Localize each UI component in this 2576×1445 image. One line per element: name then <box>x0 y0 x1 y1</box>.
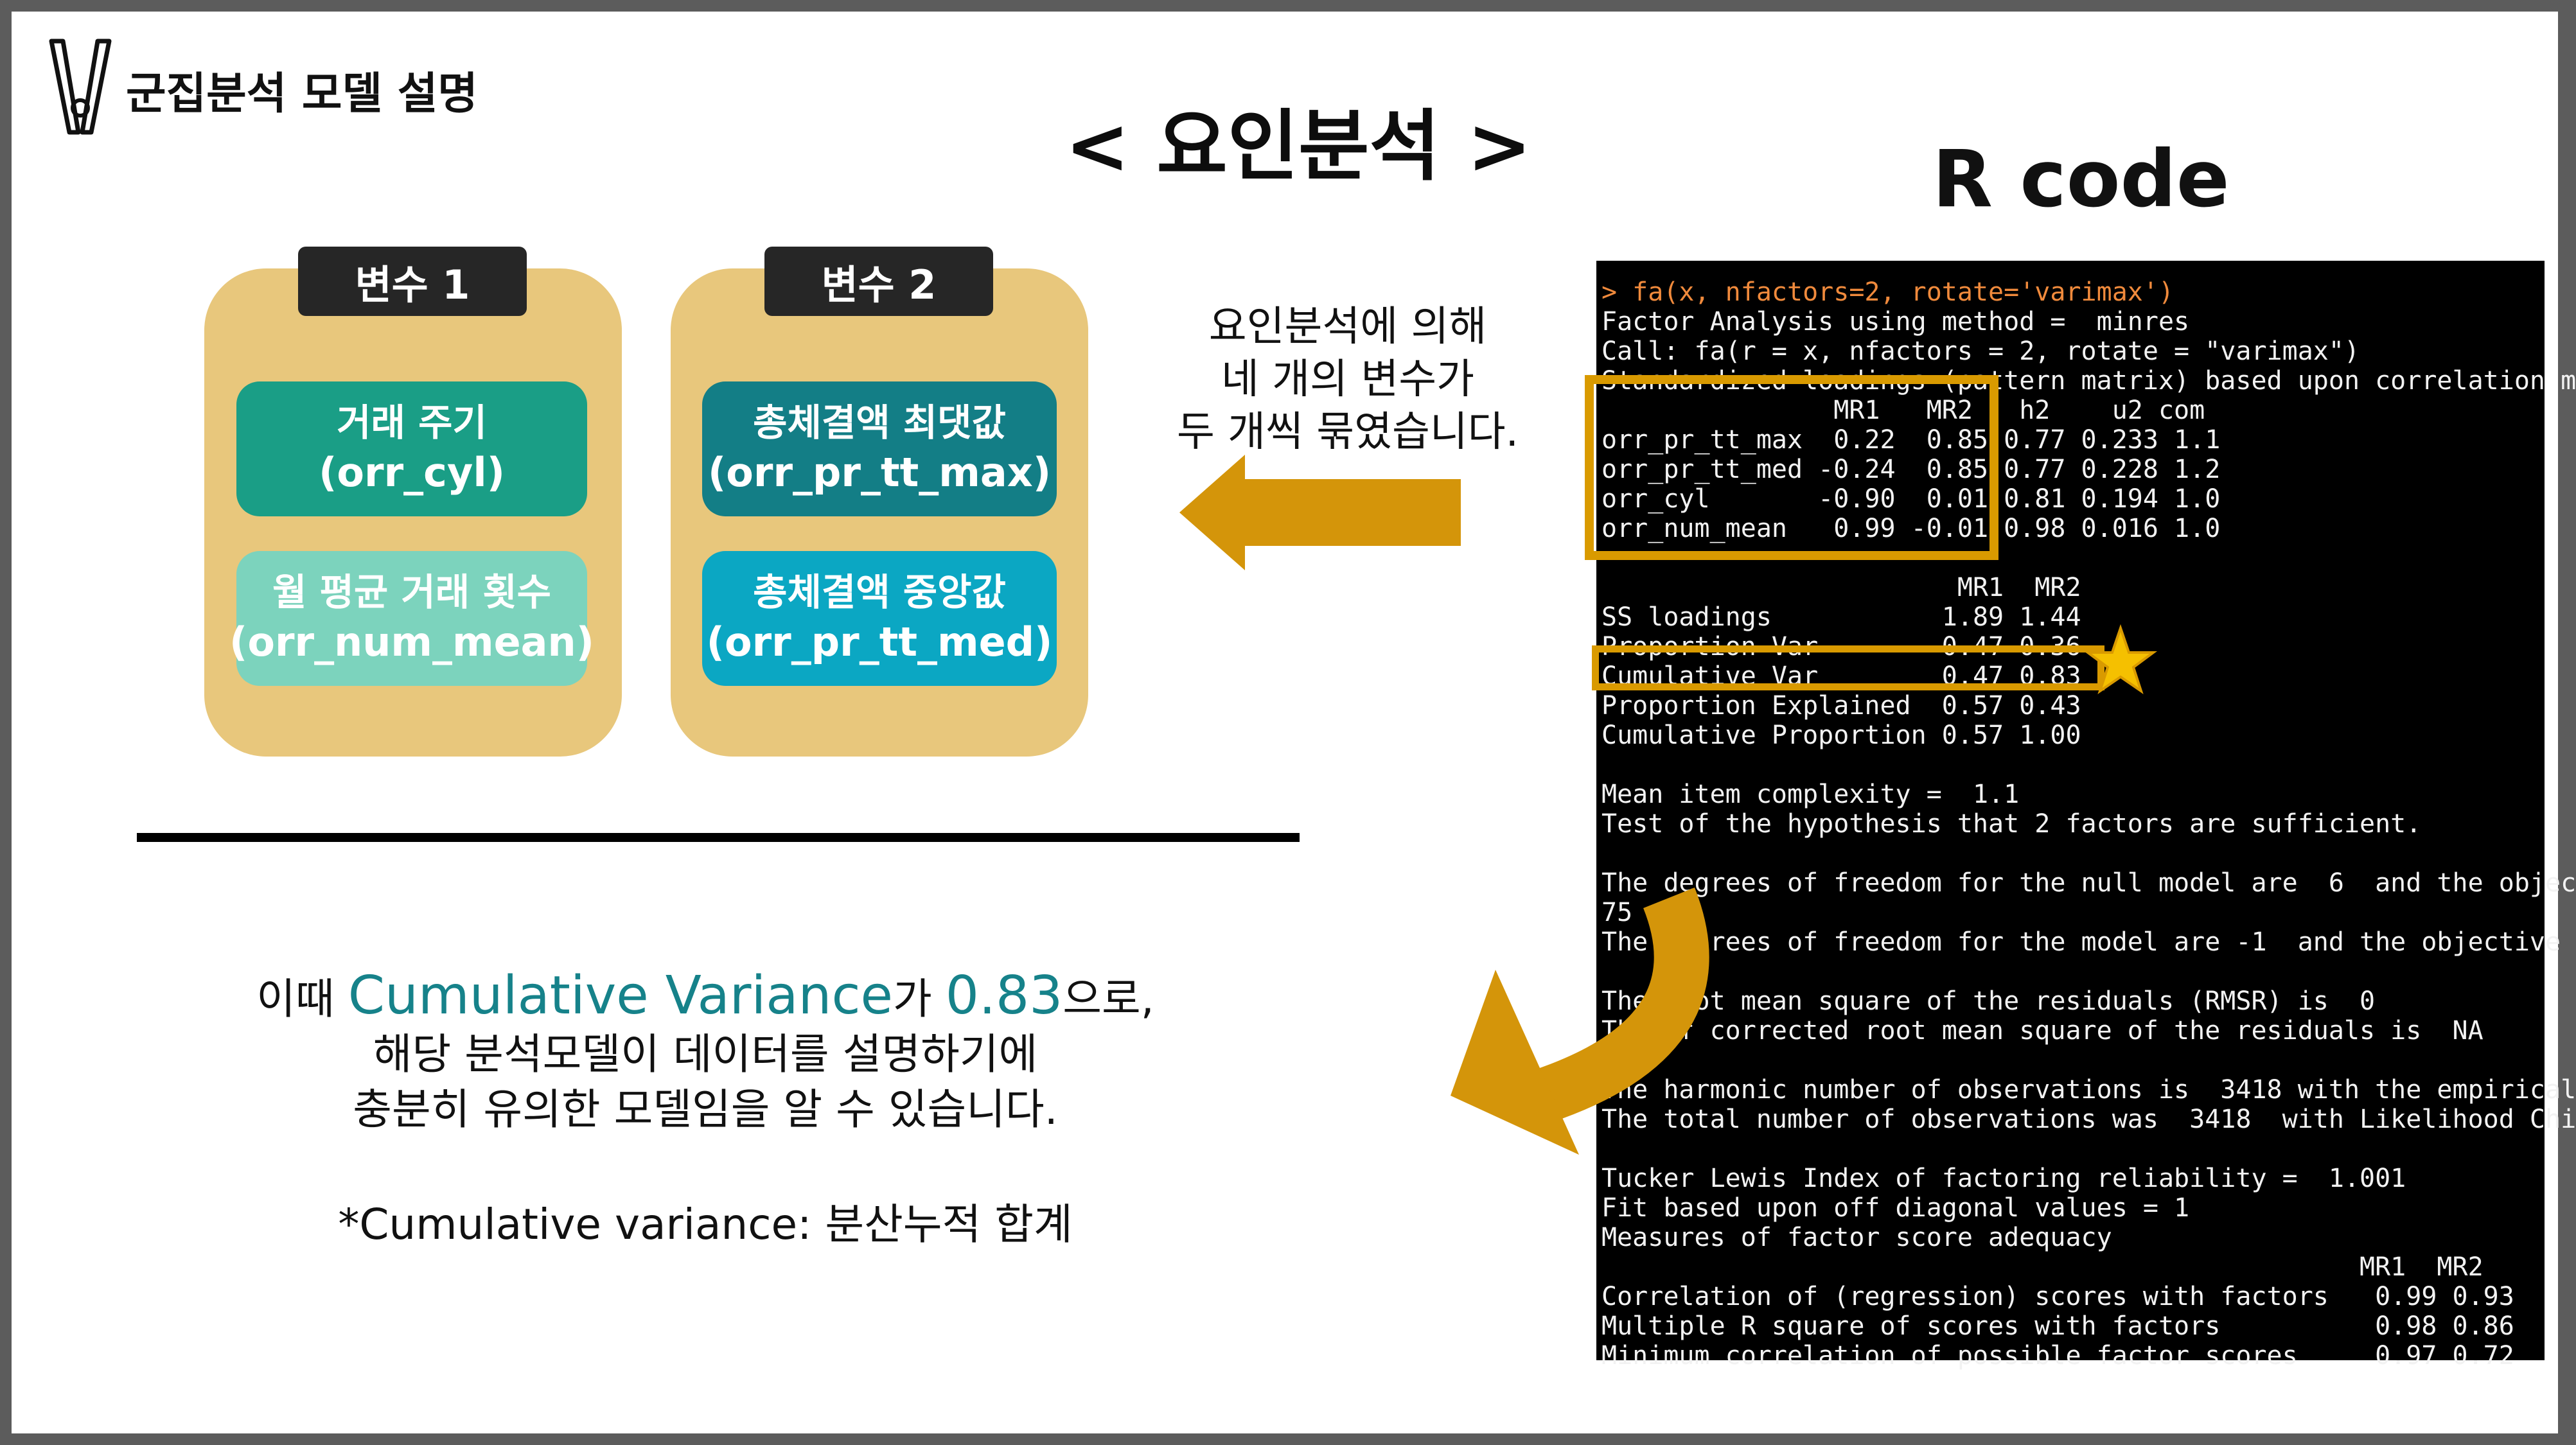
variable-orr-pr-tt-med: 총체결액 중앙값 (orr_pr_tt_med) <box>702 551 1057 686</box>
console-line: Call: fa(r = x, nfactors = 2, rotate = "… <box>1601 337 2360 366</box>
console-line: The total number of observations was 341… <box>1601 1105 2576 1134</box>
summary-mid: 가 <box>893 974 946 1024</box>
clothespin-icon <box>49 39 112 135</box>
console-line: Test of the hypothesis that 2 factors ar… <box>1601 809 2422 839</box>
console-line: orr_pr_tt_med -0.24 0.85 0.77 0.228 1.2 <box>1601 455 2221 484</box>
console-line: The degrees of freedom for the null mode… <box>1601 868 2576 898</box>
explanation-line: 요인분석에 의해 <box>1208 303 1487 351</box>
summary-line-1: 이때 Cumulative Variance가 0.83으로, <box>159 968 1251 1027</box>
console-line: Minimum correlation of possible factor s… <box>1601 1341 2514 1371</box>
variable-code-name: (orr_pr_tt_max) <box>707 449 1052 496</box>
variable-code-name: (orr_num_mean) <box>229 618 594 666</box>
loadings-highlight-box <box>1585 375 1998 560</box>
variable-korean-name: 월 평균 거래 횟수 <box>272 570 552 614</box>
console-line: The root mean square of the residuals (R… <box>1601 986 2376 1016</box>
console-line: Cumulative Proportion 0.57 1.00 <box>1601 721 2081 750</box>
console-line: Proportion Explained 0.57 0.43 <box>1601 691 2081 721</box>
explanation-line: 네 개의 변수가 <box>1221 356 1474 403</box>
factor-explanation: 요인분석에 의해 네 개의 변수가 두 개씩 묶였습니다. <box>1142 301 1553 459</box>
variable-group-2-tag: 변수 2 <box>764 247 993 316</box>
console-line: Mean item complexity = 1.1 <box>1601 780 2020 809</box>
variable-korean-name: 거래 주기 <box>337 401 487 444</box>
console-line: The degrees of freedom for the model are… <box>1601 927 2561 957</box>
console-line: SS loadings 1.89 1.44 <box>1601 602 2081 632</box>
section-divider <box>137 833 1300 842</box>
page-title: < 요인분석 > <box>1065 102 1532 191</box>
slide: 군집분석 모델 설명 < 요인분석 > R code 변수 1 거래 주기 (o… <box>12 12 2576 1433</box>
left-arrow-icon <box>1179 455 1461 570</box>
console-line: Factor Analysis using method = minres <box>1601 307 2190 337</box>
console-line: The df corrected root mean square of the… <box>1601 1016 2483 1046</box>
explanation-line: 두 개씩 묶였습니다. <box>1176 408 1519 456</box>
console-line: Tucker Lewis Index of factoring reliabil… <box>1601 1164 2406 1193</box>
console-line: MR1 MR2 <box>1601 1252 2483 1282</box>
r-console-output: > fa(x, nfactors=2, rotate='varimax') Fa… <box>1596 261 2576 1371</box>
annotation-overlay <box>1179 455 2158 1155</box>
variable-group-1-tag: 변수 1 <box>298 247 527 316</box>
summary-suffix: 으로, <box>1063 974 1154 1024</box>
summary-line-3: 충분히 유의한 모델임을 알 수 있습니다. <box>353 1085 1058 1134</box>
console-line: Correlation of (regression) scores with … <box>1601 1282 2514 1311</box>
console-line: orr_pr_tt_max 0.22 0.85 0.77 0.233 1.1 <box>1601 425 2221 455</box>
highlight-term: Cumulative Variance <box>348 965 894 1026</box>
console-line: Fit based upon off diagonal values = 1 <box>1601 1193 2190 1223</box>
variable-orr-num-mean: 월 평균 거래 횟수 (orr_num_mean) <box>229 551 594 686</box>
variable-orr-cyl: 거래 주기 (orr_cyl) <box>236 381 587 516</box>
cumulative-var-highlight-box <box>1592 645 2104 690</box>
console-line: > fa(x, nfactors=2, rotate='varimax') <box>1601 277 2175 307</box>
star-icon <box>2083 624 2158 694</box>
summary-text: 이때 Cumulative Variance가 0.83으로, 해당 분석모델이… <box>159 968 1251 1137</box>
highlight-value: 0.83 <box>945 965 1063 1026</box>
console-line: orr_cyl -0.90 0.01 0.81 0.194 1.0 <box>1601 484 2221 514</box>
console-line: MR1 MR2 <box>1601 573 2081 602</box>
footnote: *Cumulative variance: 분산누적 합계 <box>338 1200 1073 1249</box>
console-line: Measures of factor score adequacy <box>1601 1223 2112 1252</box>
rcode-title: R code <box>1932 134 2230 225</box>
console-line: orr_num_mean 0.99 -0.01 0.98 0.016 1.0 <box>1601 514 2221 543</box>
variable-orr-pr-tt-max: 총체결액 최댓값 (orr_pr_tt_max) <box>702 381 1057 516</box>
variable-korean-name: 총체결액 중앙값 <box>753 570 1006 614</box>
variable-code-name: (orr_pr_tt_med) <box>706 618 1053 666</box>
console-line: Multiple R square of scores with factors… <box>1601 1311 2514 1341</box>
header-title: 군집분석 모델 설명 <box>126 69 478 119</box>
variable-code-name: (orr_cyl) <box>319 449 505 496</box>
console-line: 75 <box>1601 898 1633 927</box>
curved-arrow-icon <box>1451 888 1709 1155</box>
variable-korean-name: 총체결액 최댓값 <box>753 401 1006 444</box>
console-line: MR1 MR2 h2 u2 com <box>1601 396 2205 425</box>
summary-prefix: 이때 <box>256 974 348 1024</box>
summary-line-2: 해당 분석모델이 데이터를 설명하기에 <box>373 1029 1038 1079</box>
